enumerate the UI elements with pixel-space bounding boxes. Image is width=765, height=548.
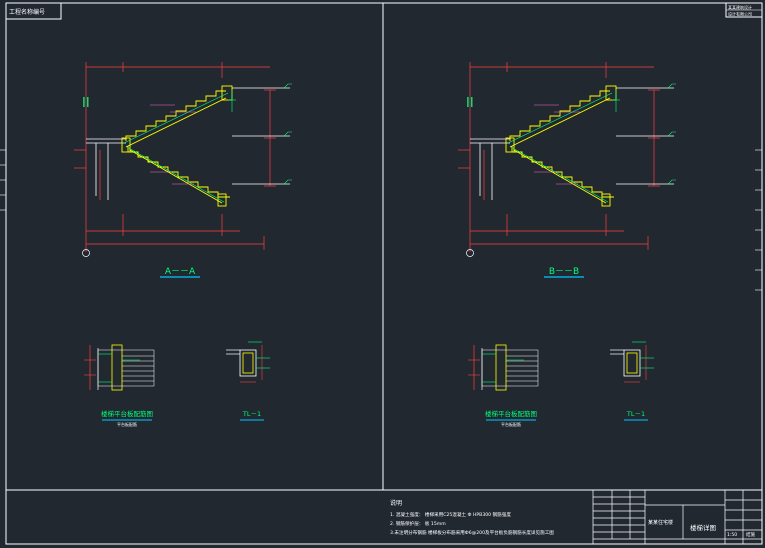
axis-bubble [466, 249, 474, 257]
mid-landing-beam [505, 137, 515, 153]
lower-landing-beam [217, 193, 227, 207]
dimension-lines [458, 62, 660, 252]
stair-type-label: II [466, 96, 474, 111]
sheet-border [5, 2, 763, 545]
title-block-sheet-no: 结施 [746, 531, 755, 538]
dimension-lines [74, 62, 276, 252]
landing-detail-title: 楼梯平台板配筋图 [485, 409, 537, 418]
level-marker [283, 83, 292, 89]
lower-landing-beam [601, 193, 611, 207]
title-block-drawing-name: 楼梯详图 [690, 523, 716, 532]
right-margin-marks [755, 149, 762, 291]
corner-tag-text: 工程名称编号 [9, 8, 45, 16]
stair-flights [121, 85, 233, 207]
landing-lines [470, 87, 674, 200]
lower-flight-soffit [513, 149, 607, 204]
top-right-tag-line2: 设计有限公司 [728, 11, 752, 17]
leader-lines [534, 104, 580, 185]
beam-detail-title: TL－1 [626, 410, 645, 418]
landing-slab-detail [468, 344, 539, 391]
upper-flight-steps [125, 90, 226, 141]
notes-line-2: 2. 钢筋保护层： 板 15mm [390, 520, 446, 527]
lower-flight-soffit [129, 149, 223, 204]
corner-tag-box [5, 2, 62, 20]
reinforcement-lines [507, 90, 620, 203]
reinforcement-lines [123, 90, 236, 203]
upper-landing-beam [605, 85, 617, 101]
level-marker [667, 179, 676, 185]
notes-block: 说明 1. 混凝土强度： 楼梯采用C25混凝土 Ф HPB300 钢筋强度 2.… [390, 499, 554, 536]
title-block [592, 489, 763, 545]
stair-flights [505, 85, 617, 207]
section-title: B－－B [549, 267, 579, 277]
upper-landing-beam [221, 85, 233, 101]
stair-type-label: II [82, 96, 90, 111]
lower-flight-steps [511, 146, 614, 198]
landing-detail-title: 楼梯平台板配筋图 [101, 409, 153, 418]
title-block-project: 某某住宅楼 [648, 519, 673, 526]
leader-lines [150, 104, 196, 185]
beam-detail-title: TL－1 [242, 410, 261, 418]
top-right-tag-line1: 某某建筑设计 [728, 4, 752, 10]
lower-flight-steps [127, 146, 230, 198]
upper-flight-steps [509, 90, 610, 141]
landing-detail-subtitle: 平台板配筋 [117, 421, 137, 427]
upper-flight-soffit [509, 97, 611, 148]
level-marker [667, 131, 676, 137]
level-marker [283, 131, 292, 137]
landing-slab-detail [84, 344, 155, 391]
beam-tl1-detail [226, 341, 270, 383]
level-marker [667, 83, 676, 89]
section-title: A－－A [165, 267, 196, 277]
notes-line-3: 3.未注明分布钢筋 楼梯板分布筋采用Ф6@200及平台板负筋钢筋长度详见施工图 [390, 529, 554, 536]
landing-detail-subtitle: 平台板配筋 [501, 421, 521, 427]
landing-lines [86, 87, 290, 200]
notes-heading: 说明 [390, 499, 402, 507]
title-block-scale: 1:50 [727, 532, 737, 538]
mid-landing-beam [121, 137, 131, 153]
axis-bubble [82, 249, 90, 257]
left-margin-marks [0, 149, 6, 211]
notes-line-1: 1. 混凝土强度： 楼梯采用C25混凝土 Ф HPB300 钢筋强度 [390, 511, 511, 518]
upper-flight-soffit [125, 97, 227, 148]
beam-tl1-detail [610, 341, 654, 383]
level-marker [283, 179, 292, 185]
